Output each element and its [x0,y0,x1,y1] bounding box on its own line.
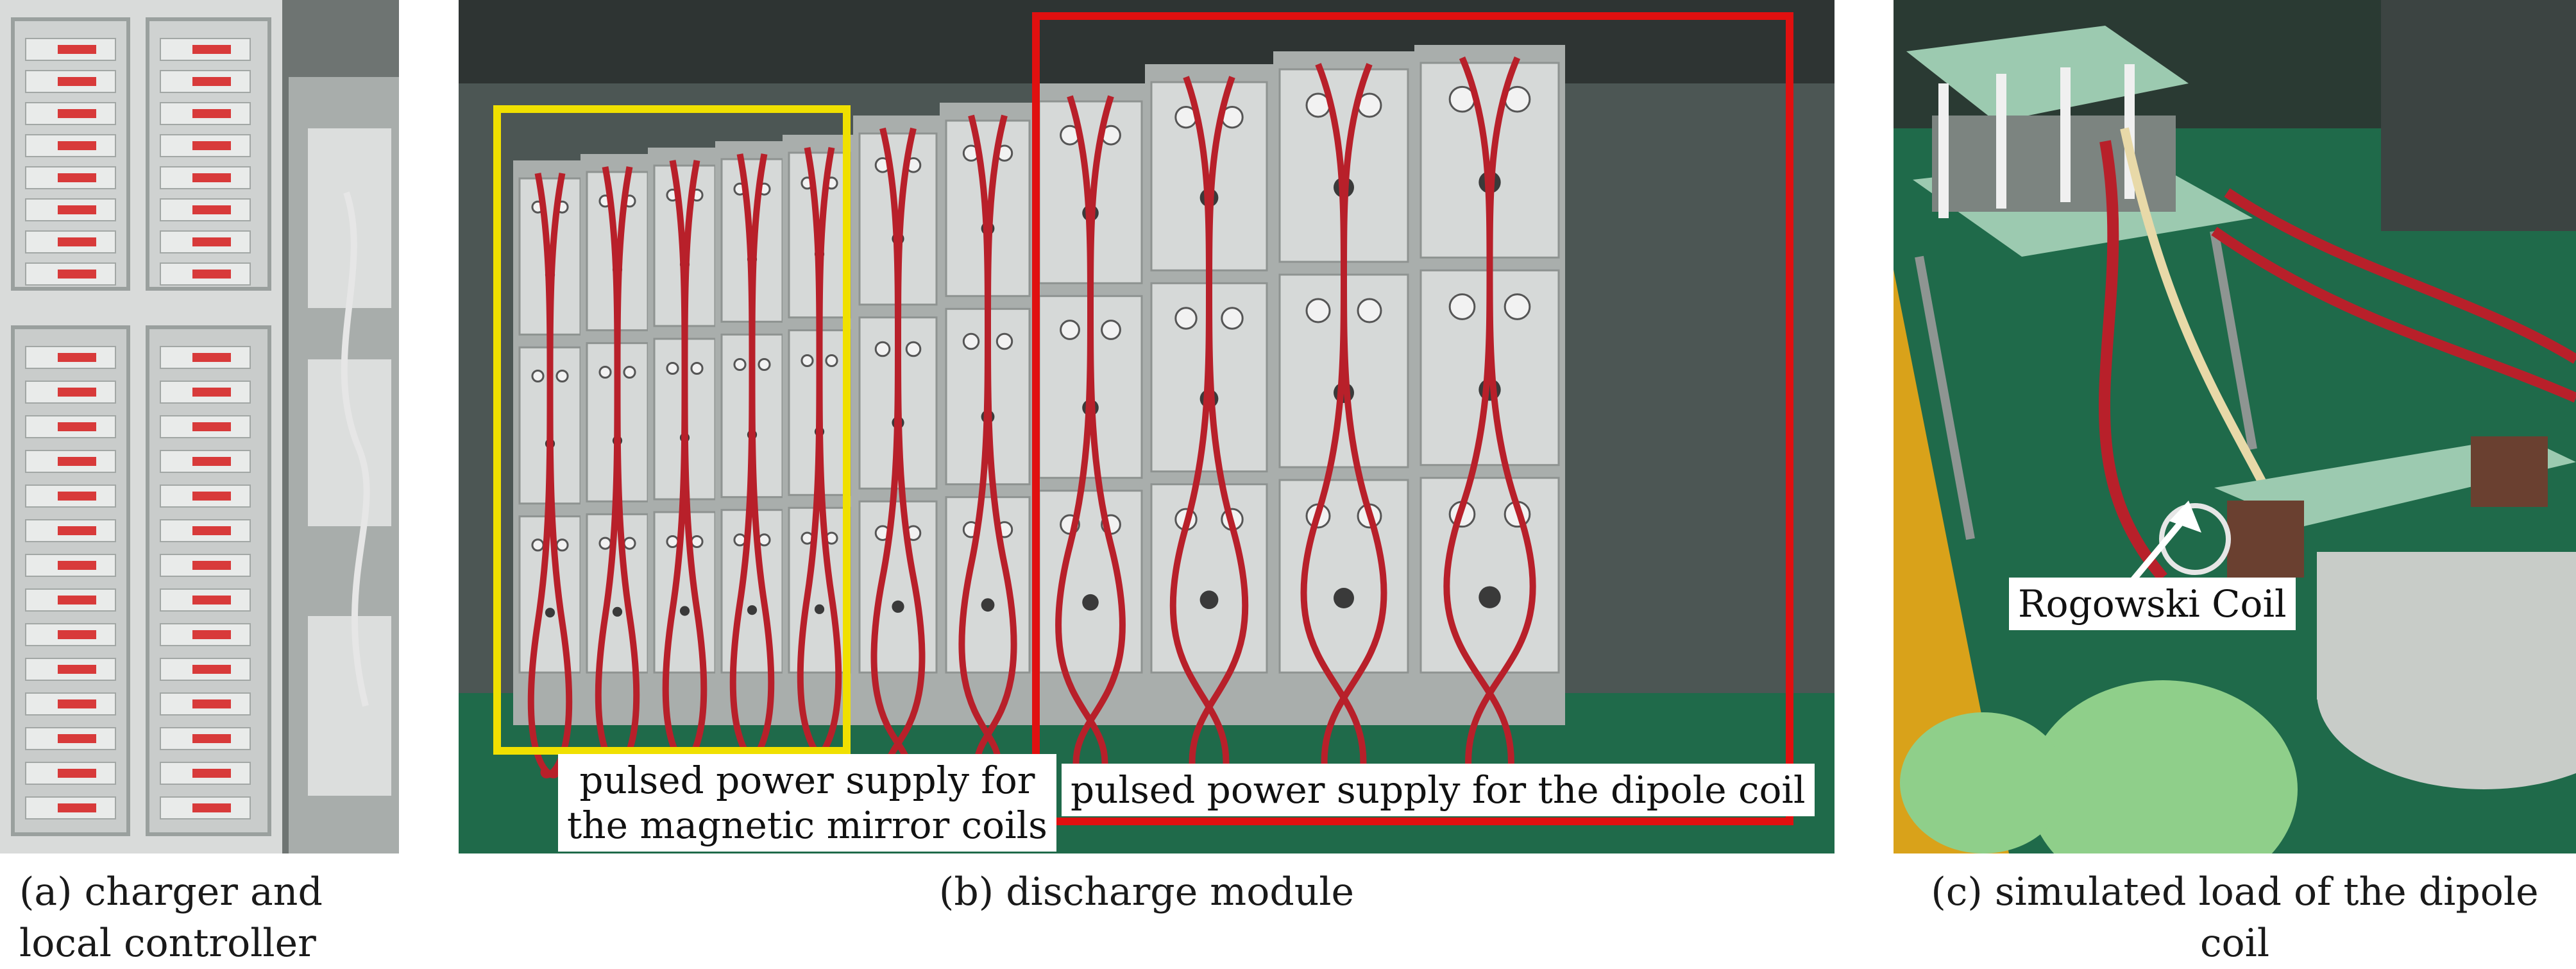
charger-display-rows [25,38,251,819]
photo-panel-charger [0,0,399,853]
dipole-coil-label: pulsed power supply for the dipole coil [1062,764,1815,816]
mirror-coil-highlight-box [493,105,851,755]
caption-discharge-module: (b) discharge module [938,870,1355,914]
cabinet-grid [513,45,1565,778]
photo-panel-discharge-module: pulsed power supply for the magnetic mir… [459,0,1835,853]
simulated-load-photo [1894,0,2576,853]
charger-photo [0,0,399,853]
rogowski-coil-label: Rogowski Coil [2009,578,2296,630]
caption-charger: (a) charger and local controller [19,870,323,966]
caption-simulated-load: (c) simulated load of the dipole coil [1931,870,2539,966]
photo-panel-simulated-load: Rogowski Coil [1894,0,2576,853]
discharge-module-photo [459,0,1835,853]
dipole-coil-highlight-box [1032,12,1793,825]
mirror-coil-label: pulsed power supply for the magnetic mir… [558,754,1056,852]
